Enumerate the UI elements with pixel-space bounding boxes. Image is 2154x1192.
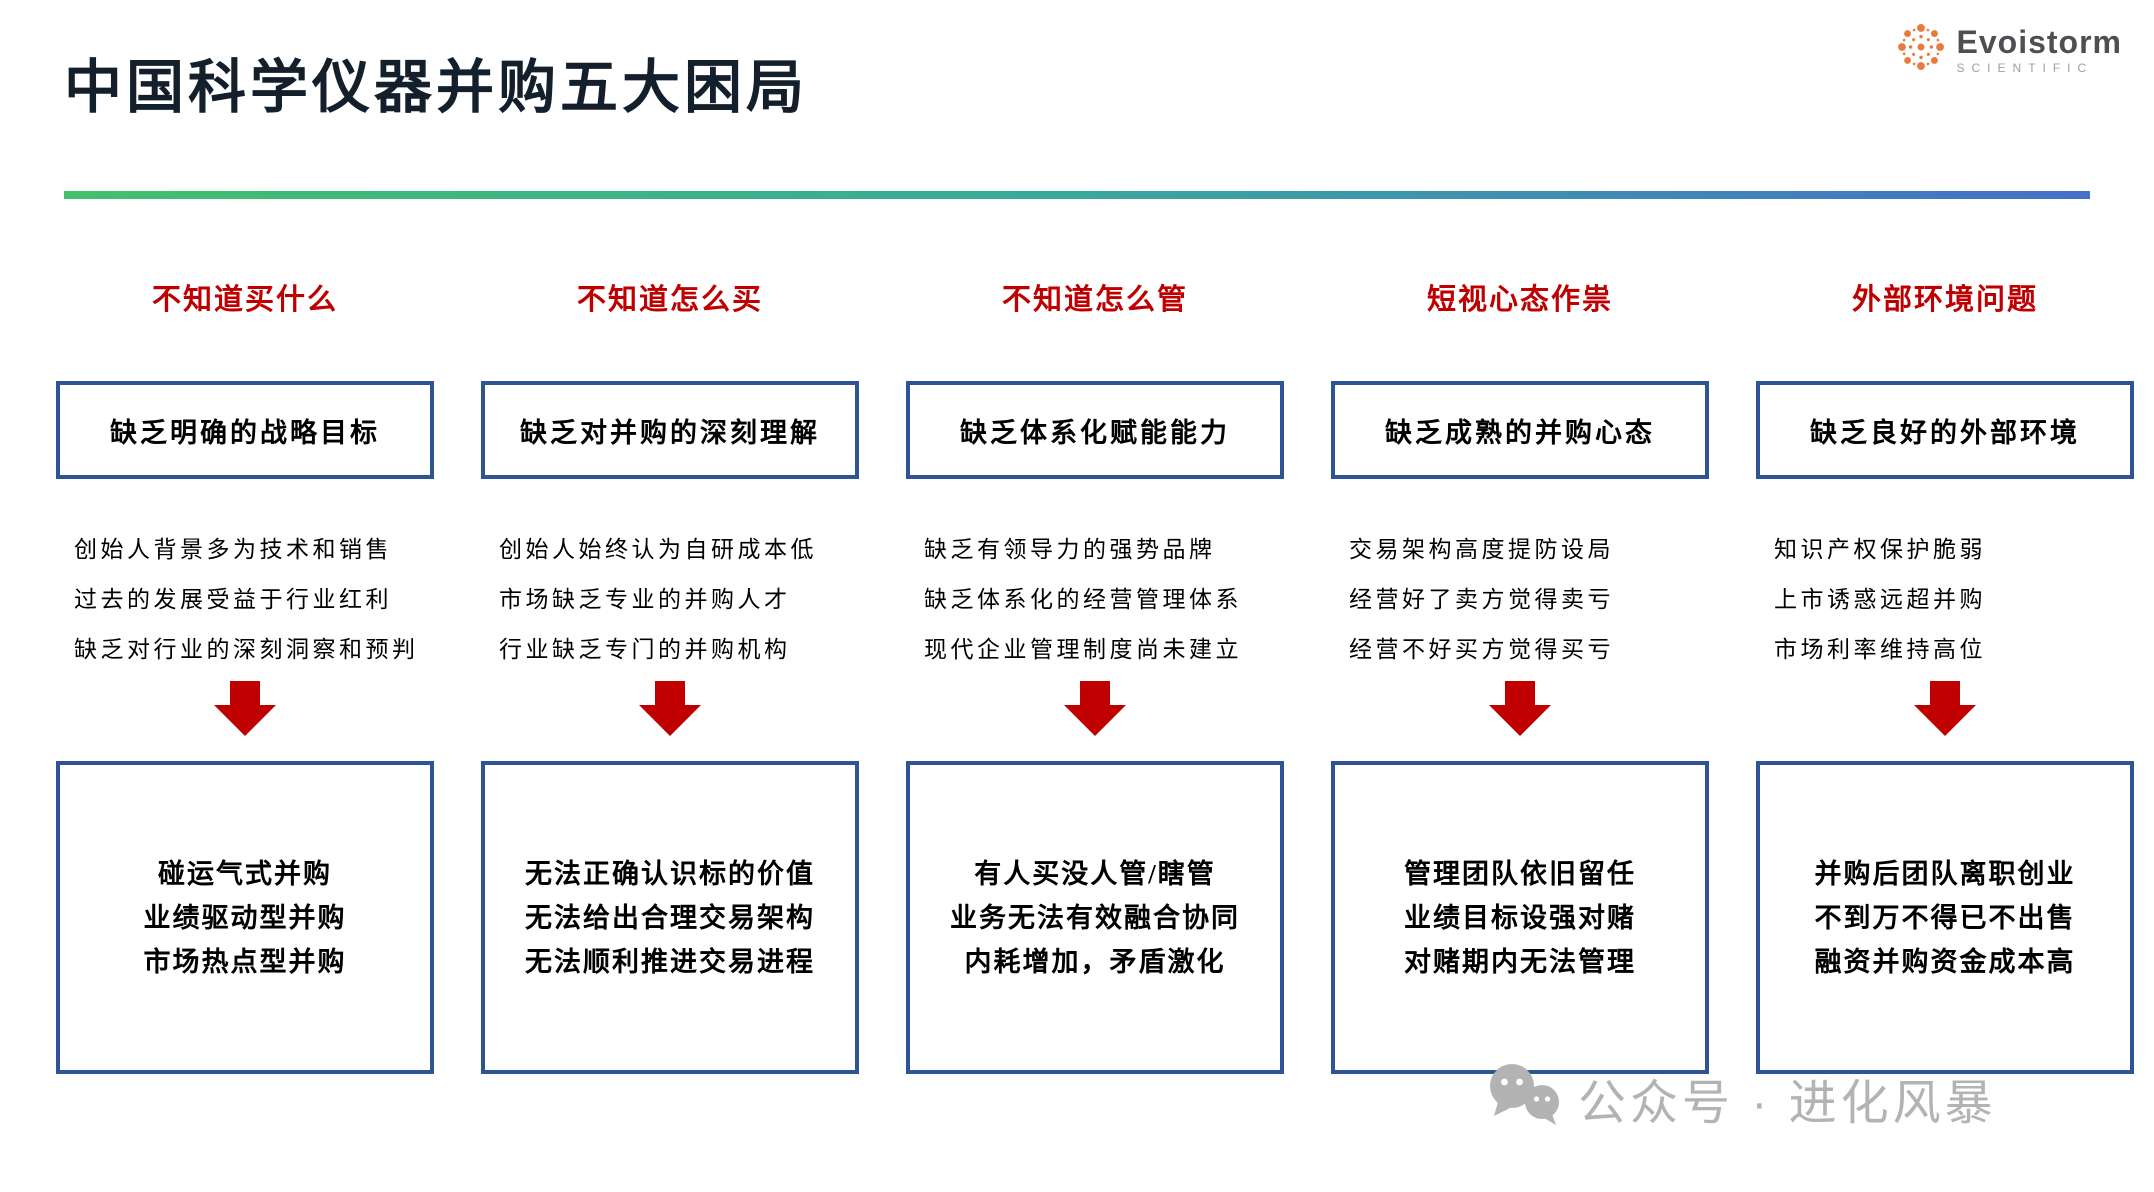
down-arrow-icon xyxy=(1064,681,1126,737)
column-title: 外部环境问题 xyxy=(1851,284,2038,316)
bullet-item: 知识产权保护脆弱 xyxy=(1774,537,1986,562)
result-line: 业务无法有效融合协同 xyxy=(950,902,1240,933)
columns-grid: 不知道买什么 缺乏明确的战略目标 创始人背景多为技术和销售 过去的发展受益于行业… xyxy=(56,268,2134,1074)
bullet-item: 市场缺乏专业的并购人才 xyxy=(499,587,791,612)
result-line: 不到万不得已不出售 xyxy=(1814,902,2076,933)
bullet-list: 缺乏有领导力的强势品牌 缺乏体系化的经营管理体系 现代企业管理制度尚未建立 xyxy=(910,532,1280,667)
cause-box-title: 缺乏成熟的并购心态 xyxy=(1385,417,1655,448)
cause-box: 缺乏明确的战略目标 xyxy=(56,381,434,479)
bullet-list: 创始人始终认为自研成本低 市场缺乏专业的并购人才 行业缺乏专门的并购机构 xyxy=(485,532,855,667)
result-line: 内耗增加，矛盾激化 xyxy=(964,946,1226,977)
column-title: 短视心态作祟 xyxy=(1426,284,1613,316)
result-line: 融资并购资金成本高 xyxy=(1814,946,2076,977)
cause-box: 缺乏良好的外部环境 xyxy=(1756,381,2134,479)
logo: Evoistorm SCIENTIFIC xyxy=(1895,20,2122,79)
result-line: 有人买没人管/瞎管 xyxy=(974,858,1216,889)
bullet-item: 经营不好买方觉得买亏 xyxy=(1349,637,1614,662)
column-3: 不知道怎么管 缺乏体系化赋能能力 缺乏有领导力的强势品牌 缺乏体系化的经营管理体… xyxy=(906,268,1284,1074)
cause-box: 缺乏成熟的并购心态 xyxy=(1331,381,1709,479)
result-box: 有人买没人管/瞎管 业务无法有效融合协同 内耗增加，矛盾激化 xyxy=(906,761,1284,1074)
bullet-item: 行业缺乏专门的并购机构 xyxy=(499,637,791,662)
result-line: 业绩驱动型并购 xyxy=(143,902,347,933)
column-2: 不知道怎么买 缺乏对并购的深刻理解 创始人始终认为自研成本低 市场缺乏专业的并购… xyxy=(481,268,859,1074)
cause-box-title: 缺乏体系化赋能能力 xyxy=(960,417,1230,448)
column-5: 外部环境问题 缺乏良好的外部环境 知识产权保护脆弱 上市诱惑远超并购 市场利率维… xyxy=(1756,268,2134,1074)
bullet-item: 创始人始终认为自研成本低 xyxy=(499,537,817,562)
bullet-list: 知识产权保护脆弱 上市诱惑远超并购 市场利率维持高位 xyxy=(1760,532,2130,667)
wechat-icon xyxy=(1486,1062,1564,1133)
result-box: 并购后团队离职创业 不到万不得已不出售 融资并购资金成本高 xyxy=(1756,761,2134,1074)
column-title: 不知道怎么买 xyxy=(576,284,763,316)
bullet-item: 交易架构高度提防设局 xyxy=(1349,537,1614,562)
down-arrow-icon xyxy=(1489,681,1551,737)
result-line: 无法给出合理交易架构 xyxy=(525,902,815,933)
logo-name: Evoistorm xyxy=(1956,23,2122,60)
watermark-text: 公众号 · 进化风暴 xyxy=(1578,1076,1997,1130)
page-title: 中国科学仪器并购五大困局 xyxy=(64,55,809,120)
down-arrow-icon xyxy=(639,681,701,737)
bullet-item: 缺乏对行业的深刻洞察和预判 xyxy=(74,637,419,662)
result-line: 对赌期内无法管理 xyxy=(1404,946,1636,977)
starburst-icon xyxy=(1895,20,1947,79)
watermark: 公众号 · 进化风暴 xyxy=(1486,1062,1997,1133)
result-line: 业绩目标设强对赌 xyxy=(1404,902,1636,933)
cause-box: 缺乏对并购的深刻理解 xyxy=(481,381,859,479)
bullet-item: 缺乏有领导力的强势品牌 xyxy=(924,537,1216,562)
column-title: 不知道怎么管 xyxy=(1001,284,1188,316)
result-box: 管理团队依旧留任 业绩目标设强对赌 对赌期内无法管理 xyxy=(1331,761,1709,1074)
result-line: 无法顺利推进交易进程 xyxy=(525,946,815,977)
cause-box: 缺乏体系化赋能能力 xyxy=(906,381,1284,479)
bullet-item: 现代企业管理制度尚未建立 xyxy=(924,637,1242,662)
bullet-item: 缺乏体系化的经营管理体系 xyxy=(924,587,1242,612)
cause-box-title: 缺乏明确的战略目标 xyxy=(110,417,380,448)
bullet-item: 创始人背景多为技术和销售 xyxy=(74,537,392,562)
logo-subtitle: SCIENTIFIC xyxy=(1956,60,2094,75)
result-line: 无法正确认识标的价值 xyxy=(525,858,815,889)
bullet-item: 上市诱惑远超并购 xyxy=(1774,587,1986,612)
bullet-item: 市场利率维持高位 xyxy=(1774,637,1986,662)
bullet-list: 创始人背景多为技术和销售 过去的发展受益于行业红利 缺乏对行业的深刻洞察和预判 xyxy=(60,532,430,667)
result-line: 管理团队依旧留任 xyxy=(1404,858,1636,889)
column-1: 不知道买什么 缺乏明确的战略目标 创始人背景多为技术和销售 过去的发展受益于行业… xyxy=(56,268,434,1074)
bullet-item: 过去的发展受益于行业红利 xyxy=(74,587,392,612)
bullet-list: 交易架构高度提防设局 经营好了卖方觉得卖亏 经营不好买方觉得买亏 xyxy=(1335,532,1705,667)
title-divider xyxy=(64,191,2090,199)
down-arrow-icon xyxy=(1914,681,1976,737)
column-title: 不知道买什么 xyxy=(151,284,338,316)
result-box: 无法正确认识标的价值 无法给出合理交易架构 无法顺利推进交易进程 xyxy=(481,761,859,1074)
result-line: 碰运气式并购 xyxy=(158,858,332,889)
result-box: 碰运气式并购 业绩驱动型并购 市场热点型并购 xyxy=(56,761,434,1074)
cause-box-title: 缺乏对并购的深刻理解 xyxy=(520,417,820,448)
column-4: 短视心态作祟 缺乏成熟的并购心态 交易架构高度提防设局 经营好了卖方觉得卖亏 经… xyxy=(1331,268,1709,1074)
result-line: 市场热点型并购 xyxy=(143,946,347,977)
result-line: 并购后团队离职创业 xyxy=(1814,858,2076,889)
cause-box-title: 缺乏良好的外部环境 xyxy=(1810,417,2080,448)
bullet-item: 经营好了卖方觉得卖亏 xyxy=(1349,587,1614,612)
down-arrow-icon xyxy=(214,681,276,737)
